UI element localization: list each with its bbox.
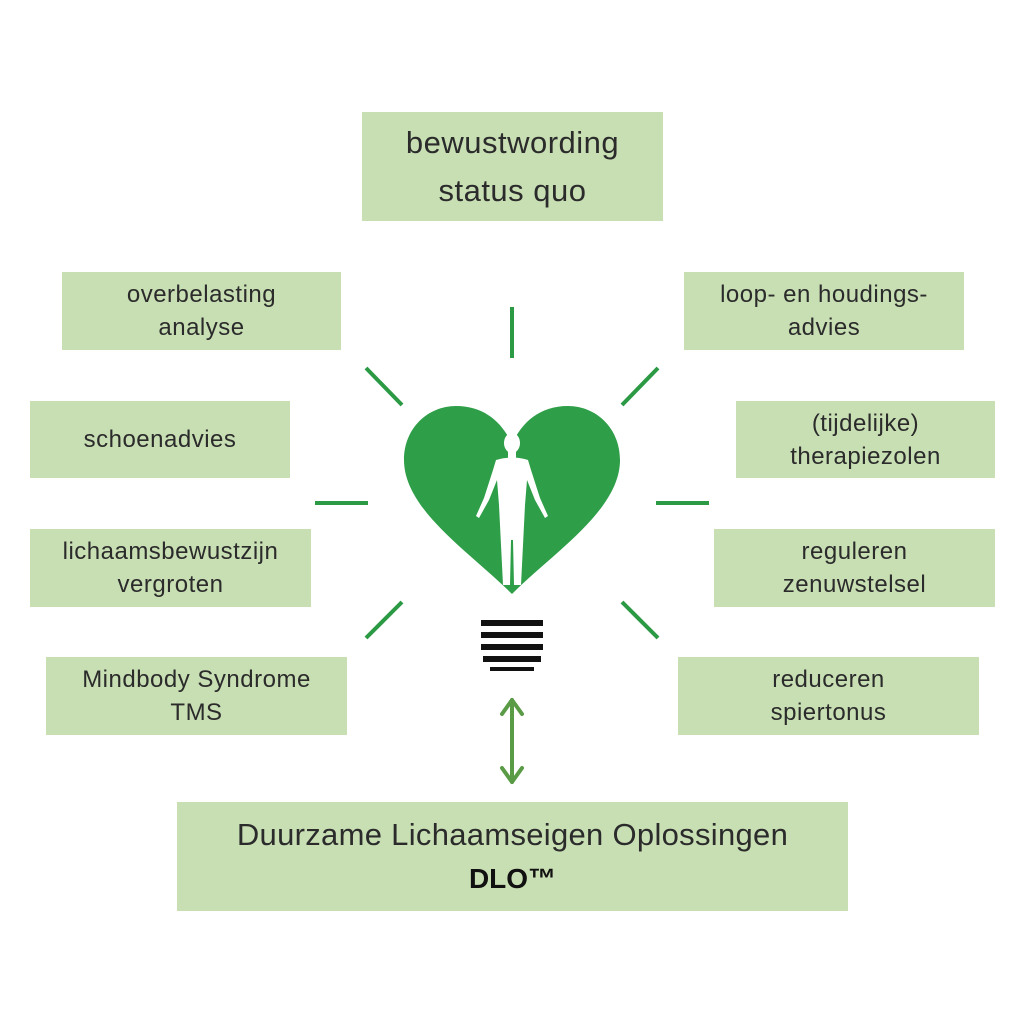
box-lichaamsbewustzijn: lichaamsbewustzijn vergroten (30, 529, 311, 607)
box-zenuwstelsel-line2: zenuwstelsel (782, 571, 927, 598)
ray-lower-right (620, 600, 660, 640)
ray-lower-left (364, 600, 404, 640)
box-loop-houding: loop- en houdings- advies (684, 272, 964, 350)
ray-upper-right (620, 366, 660, 407)
box-mindbody-line1: Mindbody Syndrome (82, 666, 311, 693)
box-loop-houding-line1: loop- en houdings- (720, 281, 928, 308)
lightbulb-heart-icon (404, 406, 620, 671)
box-overbelasting: overbelasting analyse (62, 272, 341, 350)
box-schoenadvies-line1: schoenadvies (83, 426, 237, 453)
box-spiertonus: reduceren spiertonus (678, 657, 979, 735)
box-mindbody-line2: TMS (170, 699, 223, 726)
box-overbelasting-line1: overbelasting (126, 281, 277, 308)
box-mindbody: Mindbody Syndrome TMS (46, 657, 347, 735)
box-lichaamsbewustzijn-line1: lichaamsbewustzijn (62, 538, 279, 565)
box-dlo-line1: Duurzame Lichaamseigen Oplossingen (236, 816, 789, 852)
box-therapiezolen-line2: therapiezolen (790, 442, 941, 470)
box-spiertonus-line2: spiertonus (770, 699, 887, 726)
box-dlo: Duurzame Lichaamseigen Oplossingen DLO™ (177, 802, 848, 911)
box-bewustwording-line2: status quo (438, 172, 587, 208)
box-lichaamsbewustzijn-line2: vergroten (117, 571, 224, 598)
box-overbelasting-line2: analyse (158, 314, 245, 341)
box-schoenadvies: schoenadvies (30, 401, 290, 478)
box-spiertonus-line1: reduceren (772, 666, 885, 693)
box-therapiezolen-line1: (tijdelijke) (811, 409, 920, 437)
box-bewustwording-line1: bewustwording (405, 124, 620, 160)
bulb-base (481, 620, 543, 671)
ray-upper-left (364, 366, 404, 407)
double-arrow-icon (500, 698, 524, 784)
box-loop-houding-line2: advies (787, 314, 861, 341)
box-zenuwstelsel-line1: reguleren (801, 538, 908, 565)
box-therapiezolen: (tijdelijke) therapiezolen (736, 401, 995, 478)
box-bewustwording: bewustwording status quo (362, 112, 663, 221)
box-dlo-line2: DLO™ (468, 862, 557, 894)
box-zenuwstelsel: reguleren zenuwstelsel (714, 529, 995, 607)
human-figure-icon (476, 433, 548, 585)
light-rays (315, 307, 709, 640)
